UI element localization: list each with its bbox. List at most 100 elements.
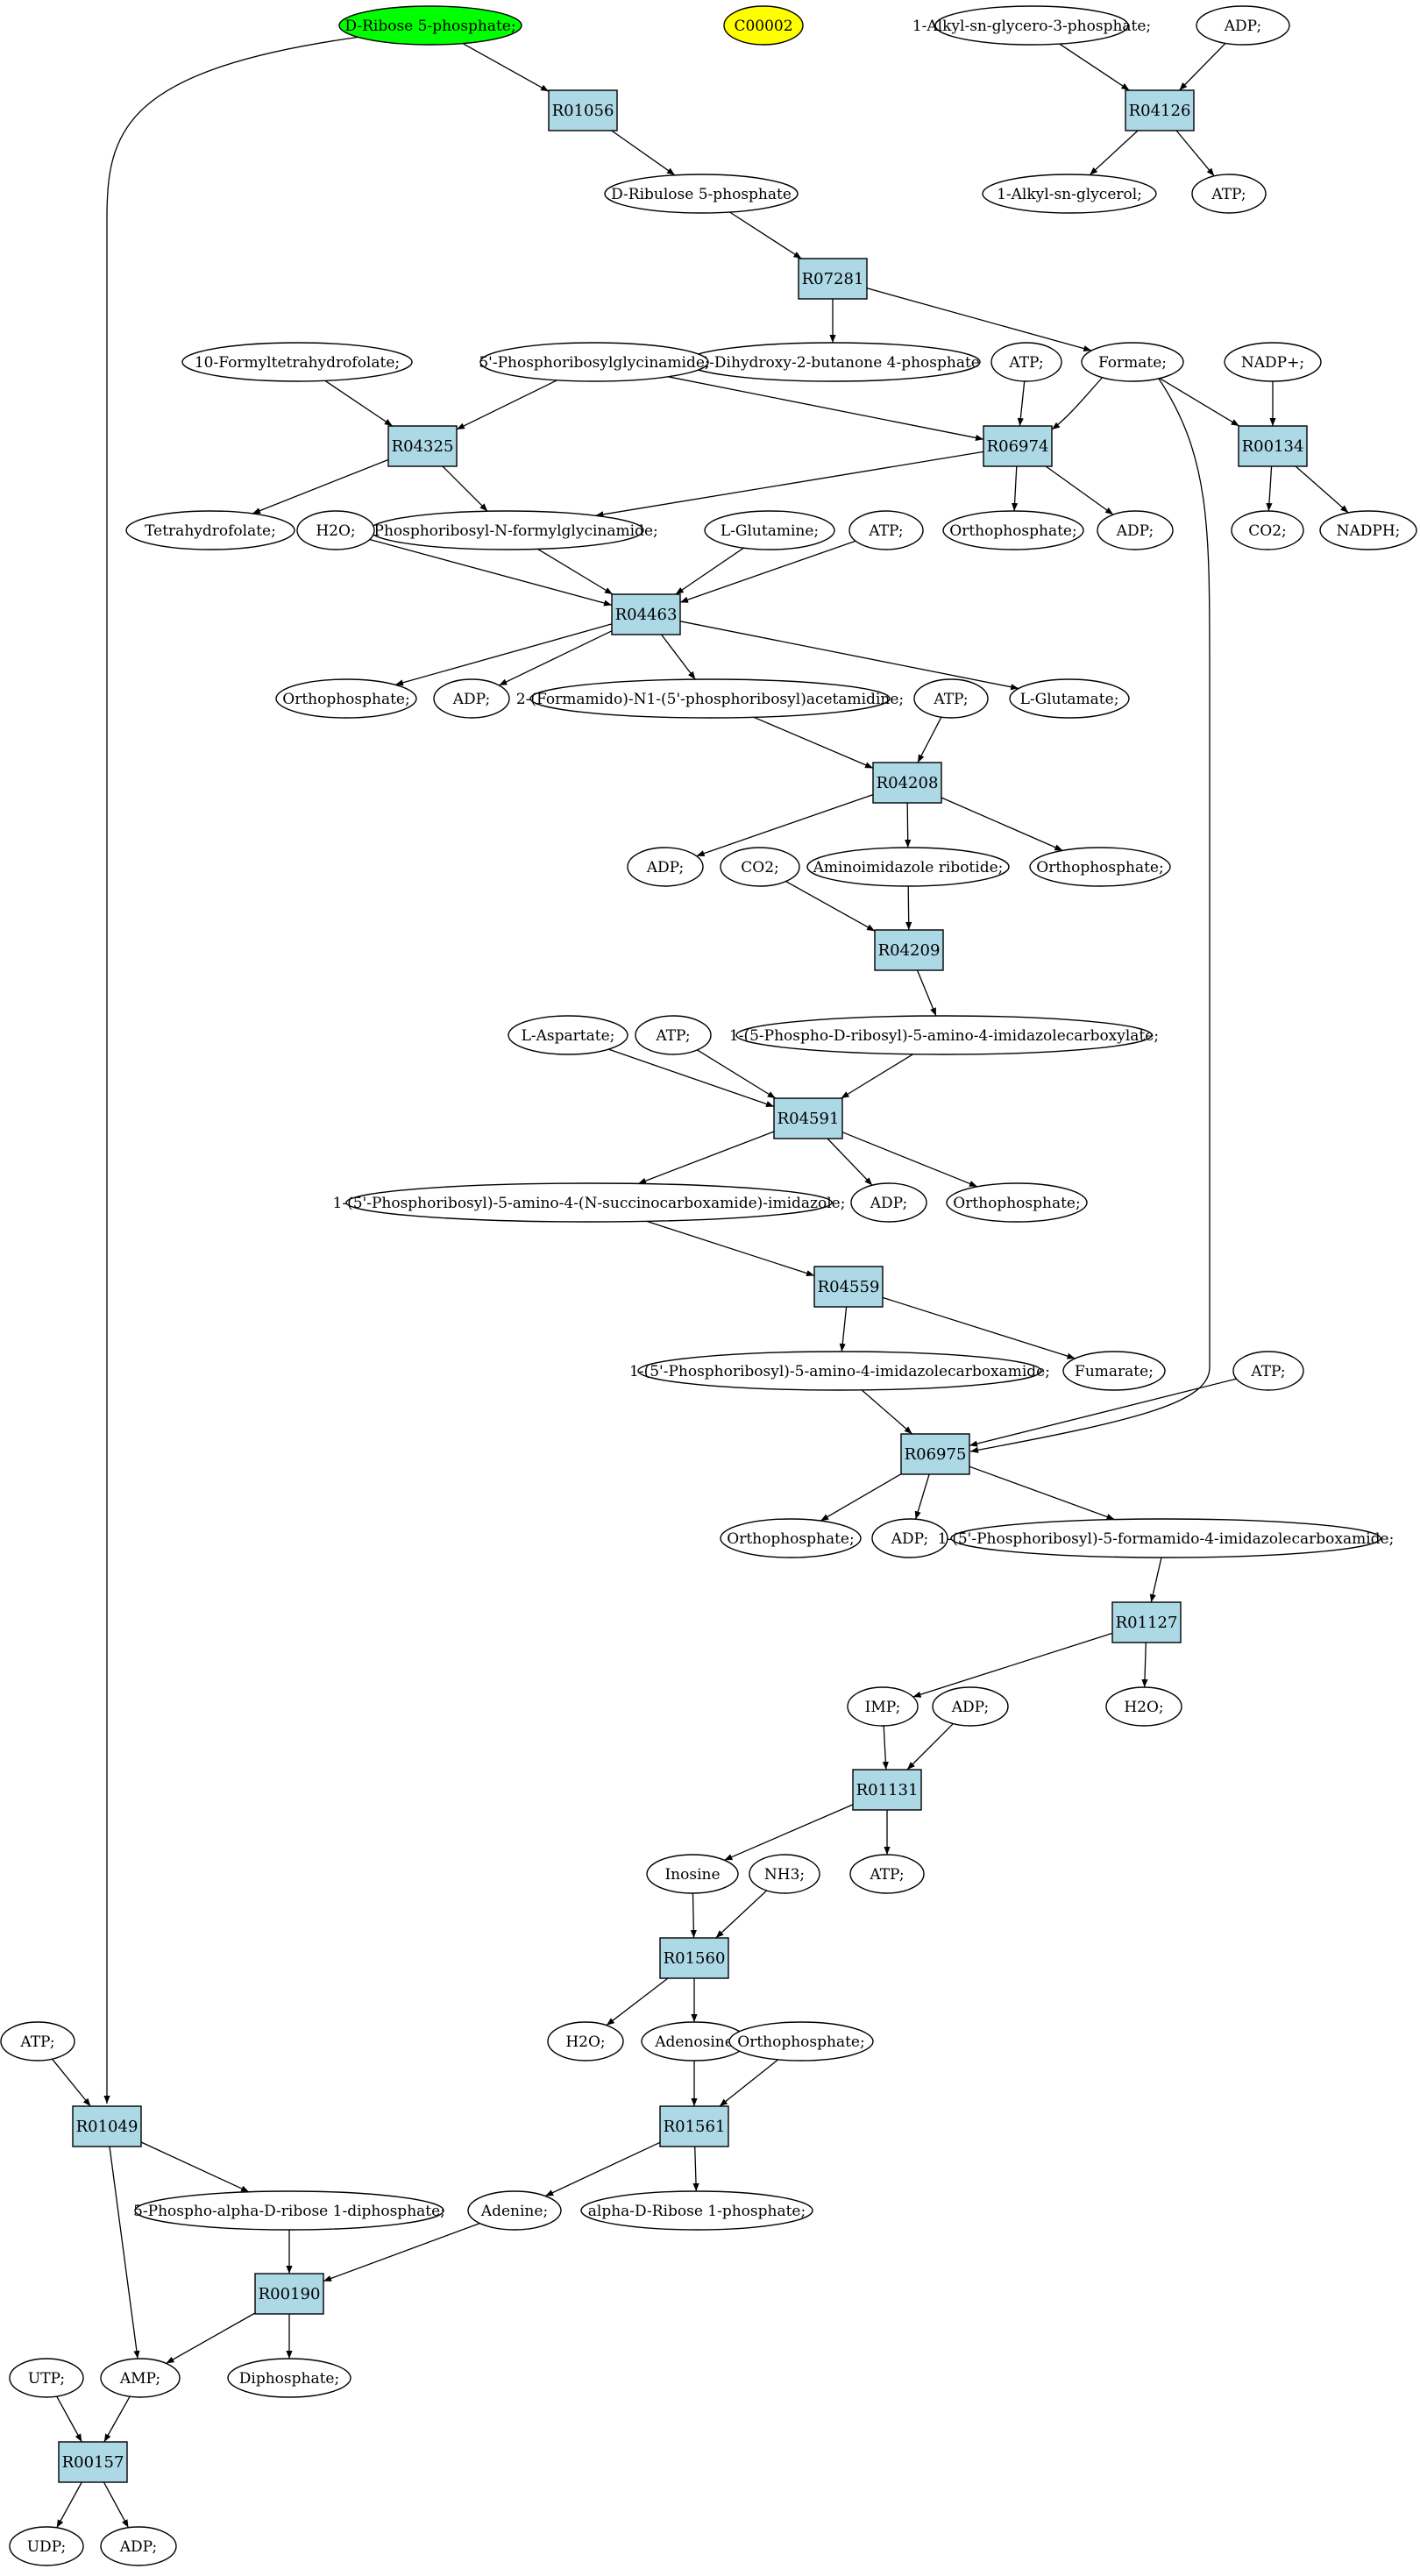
compound-node-h2o_r04463[interactable]: H2O; bbox=[296, 510, 375, 550]
compound-ellipse bbox=[871, 1518, 948, 1558]
compound-node-imp[interactable]: IMP; bbox=[847, 1686, 919, 1727]
reaction-node-R01560[interactable]: R01560 bbox=[659, 1937, 729, 1979]
compound-node-d_ribose_5p[interactable]: D-Ribose 5-phosphate; bbox=[338, 5, 522, 46]
reaction-node-R00134[interactable]: R00134 bbox=[1238, 425, 1308, 467]
compound-node-nh3[interactable]: NH3; bbox=[749, 1854, 820, 1894]
compound-node-formate[interactable]: Formate; bbox=[1081, 342, 1184, 382]
compound-node-aspartate[interactable]: L-Aspartate; bbox=[508, 1015, 628, 1055]
reaction-box bbox=[798, 258, 868, 300]
compound-ellipse bbox=[627, 847, 704, 887]
compound-node-ortho_r04208[interactable]: Orthophosphate; bbox=[1029, 847, 1171, 887]
reaction-node-R04591[interactable]: R04591 bbox=[773, 1097, 843, 1139]
reaction-node-R04126[interactable]: R04126 bbox=[1125, 89, 1195, 131]
compound-label: L-Glutamine; bbox=[721, 522, 819, 540]
compound-node-atp_r04126[interactable]: ATP; bbox=[1191, 174, 1267, 214]
compound-node-co2_r00134[interactable]: CO2; bbox=[1231, 510, 1304, 550]
compound-node-adp_r04463[interactable]: ADP; bbox=[433, 678, 510, 719]
compound-node-ortho_r04591[interactable]: Orthophosphate; bbox=[946, 1182, 1088, 1223]
compound-node-adp_r04208[interactable]: ADP; bbox=[627, 847, 704, 887]
reaction-node-R06974[interactable]: R06974 bbox=[983, 425, 1053, 467]
compound-node-nadp[interactable]: NADP+; bbox=[1224, 342, 1322, 382]
compound-node-adenine[interactable]: Adenine; bbox=[467, 2190, 562, 2231]
compound-node-ortho_r06975[interactable]: Orthophosphate; bbox=[720, 1518, 862, 1558]
compound-node-adp_r06974[interactable]: ADP; bbox=[1097, 510, 1174, 550]
reaction-node-R07281[interactable]: R07281 bbox=[798, 258, 868, 300]
reaction-box bbox=[813, 1266, 884, 1308]
compound-node-adp_r04126[interactable]: ADP; bbox=[1196, 5, 1290, 46]
compound-node-adp_r01131[interactable]: ADP; bbox=[932, 1686, 1009, 1727]
compound-node-h2o_r01127[interactable]: H2O; bbox=[1105, 1686, 1182, 1727]
compound-node-prpp[interactable]: 5-Phospho-alpha-D-ribose 1-diphosphate; bbox=[133, 2190, 445, 2231]
reaction-box bbox=[72, 2105, 142, 2147]
compound-node-co2_r04209[interactable]: CO2; bbox=[720, 847, 800, 887]
compound-node-pr_glycinamide[interactable]: 5'-Phosphoribosylglycinamide; bbox=[479, 342, 710, 382]
compound-node-atp_r04463[interactable]: ATP; bbox=[848, 510, 924, 550]
compound-node-adp_r00157[interactable]: ADP; bbox=[100, 2526, 177, 2566]
compound-node-inosine[interactable]: Inosine bbox=[646, 1854, 739, 1894]
reaction-node-R04463[interactable]: R04463 bbox=[611, 593, 681, 635]
compound-node-glutamine[interactable]: L-Glutamine; bbox=[704, 510, 835, 550]
compound-node-formyl_thf[interactable]: 10-Formyltetrahydrofolate; bbox=[181, 342, 413, 382]
compound-node-atp_r04208[interactable]: ATP; bbox=[913, 678, 989, 719]
compound-node-ortho_r06974[interactable]: Orthophosphate; bbox=[942, 510, 1084, 550]
compound-node-amp[interactable]: AMP; bbox=[100, 2358, 181, 2398]
compound-node-faicar[interactable]: 1-(5'-Phosphoribosyl)-5-formamido-4-imid… bbox=[938, 1518, 1395, 1558]
reaction-node-R06975[interactable]: R06975 bbox=[900, 1433, 970, 1475]
compound-node-atp_r04591[interactable]: ATP; bbox=[635, 1015, 712, 1055]
compound-node-thf[interactable]: Tetrahydrofolate; bbox=[125, 510, 295, 550]
compound-node-air[interactable]: Aminoimidazole ribotide; bbox=[806, 847, 1010, 887]
compound-node-udp[interactable]: UDP; bbox=[9, 2526, 84, 2566]
compound-node-adp_r04591[interactable]: ADP; bbox=[850, 1182, 927, 1223]
compound-node-pr_formylglycinamide[interactable]: 5'-Phosphoribosyl-N-formylglycinamide; bbox=[355, 510, 658, 550]
reaction-node-R04209[interactable]: R04209 bbox=[874, 929, 944, 971]
compound-ellipse bbox=[848, 510, 924, 550]
compound-node-aicar[interactable]: 1-(5'-Phosphoribosyl)-5-amino-4-imidazol… bbox=[629, 1351, 1050, 1391]
compound-node-formamido_acetamidine[interactable]: 2-(Formamido)-N1-(5'-phosphoribosyl)acet… bbox=[516, 678, 904, 719]
reaction-box bbox=[659, 1937, 729, 1979]
compound-ellipse bbox=[604, 174, 799, 214]
reaction-node-R01056[interactable]: R01056 bbox=[548, 89, 618, 131]
compound-node-atp_r01049[interactable]: ATP; bbox=[0, 2021, 75, 2062]
compound-node-saicar[interactable]: 1-(5'-Phosphoribosyl)-5-amino-4-(N-succi… bbox=[333, 1182, 846, 1223]
reaction-node-R01561[interactable]: R01561 bbox=[659, 2105, 729, 2147]
reaction-node-R01049[interactable]: R01049 bbox=[72, 2105, 142, 2147]
reaction-box bbox=[773, 1097, 843, 1139]
compound-node-alkyl_g3p[interactable]: 1-Alkyl-sn-glycero-3-phosphate; bbox=[912, 5, 1151, 46]
compound-node-carboxylate[interactable]: 1-(5-Phospho-D-ribosyl)-5-amino-4-imidaz… bbox=[729, 1015, 1159, 1055]
compound-node-ortho_r01561[interactable]: Orthophosphate; bbox=[728, 2021, 874, 2062]
compound-node-ortho_r04463[interactable]: Orthophosphate; bbox=[275, 678, 417, 719]
compound-label: D-Ribose 5-phosphate; bbox=[344, 18, 515, 35]
reaction-node-R00157[interactable]: R00157 bbox=[58, 2441, 128, 2483]
compound-ellipse bbox=[9, 2358, 84, 2398]
compound-node-h2o_r01560[interactable]: H2O; bbox=[547, 2021, 624, 2062]
compound-node-fumarate[interactable]: Fumarate; bbox=[1062, 1351, 1166, 1391]
compound-label: ADP; bbox=[870, 1195, 907, 1212]
reaction-node-R04208[interactable]: R04208 bbox=[872, 762, 942, 804]
compound-ellipse bbox=[9, 2526, 84, 2566]
compound-node-dihydroxy_butanone[interactable]: 3,4-Dihydroxy-2-butanone 4-phosphate bbox=[685, 342, 981, 382]
compound-node-diphosphate[interactable]: Diphosphate; bbox=[227, 2358, 351, 2398]
compound-label: Adenosine bbox=[654, 2033, 734, 2051]
compound-node-c00002[interactable]: C00002 bbox=[723, 5, 804, 46]
compound-node-atp_r01131[interactable]: ATP; bbox=[849, 1854, 925, 1894]
edge-R04591-to-saicar bbox=[637, 1131, 775, 1185]
reaction-node-R04325[interactable]: R04325 bbox=[387, 425, 458, 467]
reaction-box bbox=[254, 2273, 324, 2315]
compound-node-utp[interactable]: UTP; bbox=[9, 2358, 84, 2398]
edge-R01127-to-h2o_r01127 bbox=[1141, 1642, 1148, 1688]
reaction-node-R00190[interactable]: R00190 bbox=[254, 2273, 324, 2315]
edge-R00134-to-nadph bbox=[1295, 465, 1349, 514]
reaction-node-R04559[interactable]: R04559 bbox=[813, 1266, 884, 1308]
reaction-node-R01127[interactable]: R01127 bbox=[1111, 1601, 1182, 1643]
compound-node-nadph[interactable]: NADPH; bbox=[1319, 510, 1417, 550]
compound-node-adp_r06975[interactable]: ADP; bbox=[871, 1518, 948, 1558]
compound-node-atp_r06974[interactable]: ATP; bbox=[990, 342, 1062, 382]
compound-node-adenosine[interactable]: Adenosine bbox=[641, 2021, 748, 2062]
compound-node-atp_r06975[interactable]: ATP; bbox=[1232, 1351, 1304, 1391]
compound-node-glutamate[interactable]: L-Glutamate; bbox=[1009, 678, 1130, 719]
compound-node-ribose_1p[interactable]: alpha-D-Ribose 1-phosphate; bbox=[580, 2190, 813, 2231]
compound-node-d_ribulose_5p[interactable]: D-Ribulose 5-phosphate bbox=[604, 174, 799, 214]
compound-node-alkyl_glycerol[interactable]: 1-Alkyl-sn-glycerol; bbox=[982, 174, 1157, 214]
reaction-node-R01131[interactable]: R01131 bbox=[852, 1769, 922, 1811]
compound-ellipse bbox=[1081, 342, 1184, 382]
